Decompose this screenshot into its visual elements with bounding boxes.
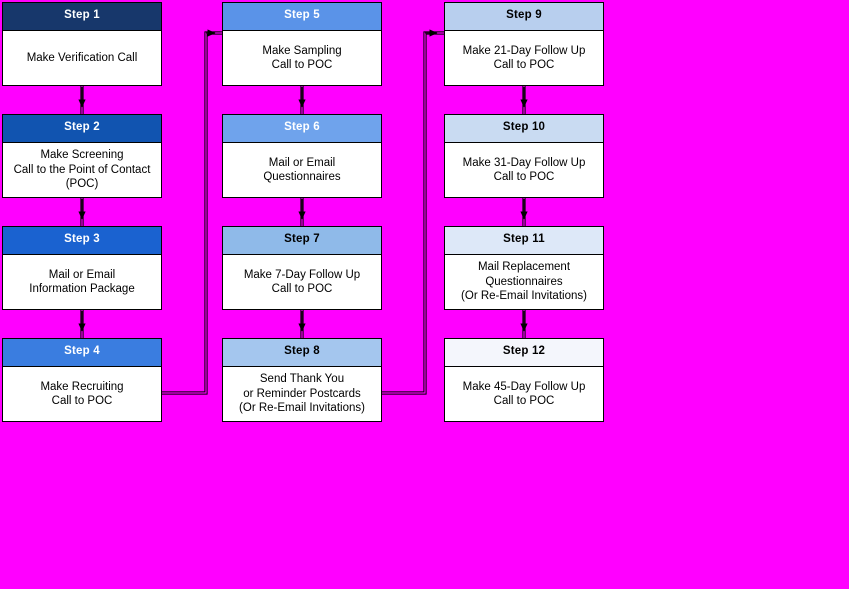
connector-step3-to-step4 <box>78 310 86 338</box>
node-body-line: (Or Re-Email Invitations) <box>461 290 587 303</box>
node-body-line: Call to POC <box>51 395 113 407</box>
node-body-line: Make 7-Day Follow Up <box>243 268 361 281</box>
node-header-step4: Step 4 <box>3 339 161 367</box>
node-body-line: Information Package <box>29 283 135 295</box>
node-body-line: Questionnaires <box>263 171 341 183</box>
node-body-line: Make 45-Day Follow Up <box>462 380 586 393</box>
node-body-line: Make 31-Day Follow Up <box>462 156 586 169</box>
node-header-step9: Step 9 <box>445 3 603 31</box>
node-body-line: Call to POC <box>271 59 333 71</box>
node-body-line: (POC) <box>65 178 99 191</box>
node-body-line: Call to POC <box>493 59 555 71</box>
node-step10[interactable]: Step 10 Make 31-Day Follow Up Call to POC <box>444 114 604 198</box>
node-body-line: Make Verification Call <box>26 51 138 64</box>
node-body-step10: Make 31-Day Follow Up Call to POC <box>445 143 603 197</box>
node-body-line: Call to POC <box>493 171 555 183</box>
node-header-step5: Step 5 <box>223 3 381 31</box>
connector-step4-to-step5 <box>162 29 222 395</box>
node-body-line: or Reminder Postcards <box>243 387 361 400</box>
node-body-line: Send Thank You <box>259 373 345 386</box>
node-body-line: Make Recruiting <box>40 380 124 393</box>
node-body-step7: Make 7-Day Follow Up Call to POC <box>223 255 381 309</box>
node-body-line: Make Screening <box>40 149 124 162</box>
node-header-step3: Step 3 <box>3 227 161 255</box>
node-body-line: Mail Replacement <box>477 261 571 274</box>
connector-step11-to-step12 <box>520 310 528 338</box>
connector-step5-to-step6 <box>298 86 306 114</box>
connector-step8-to-step9 <box>382 29 444 395</box>
node-body-line: Questionnaires <box>485 275 563 288</box>
connector-step6-to-step7 <box>298 198 306 226</box>
node-header-step10: Step 10 <box>445 115 603 143</box>
node-header-step6: Step 6 <box>223 115 381 143</box>
connector-step1-to-step2 <box>78 86 86 114</box>
connector-step7-to-step8 <box>298 310 306 338</box>
node-header-step12: Step 12 <box>445 339 603 367</box>
node-body-step1: Make Verification Call <box>3 31 161 85</box>
node-step9[interactable]: Step 9 Make 21-Day Follow Up Call to POC <box>444 2 604 86</box>
node-step12[interactable]: Step 12 Make 45-Day Follow Up Call to POC <box>444 338 604 422</box>
node-body-line: Call to the Point of Contact <box>13 163 151 176</box>
node-body-line: Make 21-Day Follow Up <box>462 44 586 57</box>
node-body-line: Call to POC <box>271 283 333 295</box>
connector-step2-to-step3 <box>78 198 86 226</box>
node-header-step8: Step 8 <box>223 339 381 367</box>
node-body-line: Make Sampling <box>262 44 342 57</box>
connector-step10-to-step11 <box>520 198 528 226</box>
node-body-line: (Or Re-Email Invitations) <box>239 402 365 415</box>
node-header-step2: Step 2 <box>3 115 161 143</box>
node-body-line: Mail or Email <box>268 156 336 169</box>
node-body-line: Mail or Email <box>48 268 116 281</box>
node-step1[interactable]: Step 1 Make Verification Call <box>2 2 162 86</box>
node-body-step9: Make 21-Day Follow Up Call to POC <box>445 31 603 85</box>
node-step7[interactable]: Step 7 Make 7-Day Follow Up Call to POC <box>222 226 382 310</box>
node-body-line: Call to POC <box>493 395 555 407</box>
node-header-step11: Step 11 <box>445 227 603 255</box>
node-header-step1: Step 1 <box>3 3 161 31</box>
node-body-step12: Make 45-Day Follow Up Call to POC <box>445 367 603 421</box>
connector-step9-to-step10 <box>520 86 528 114</box>
node-header-step7: Step 7 <box>223 227 381 255</box>
